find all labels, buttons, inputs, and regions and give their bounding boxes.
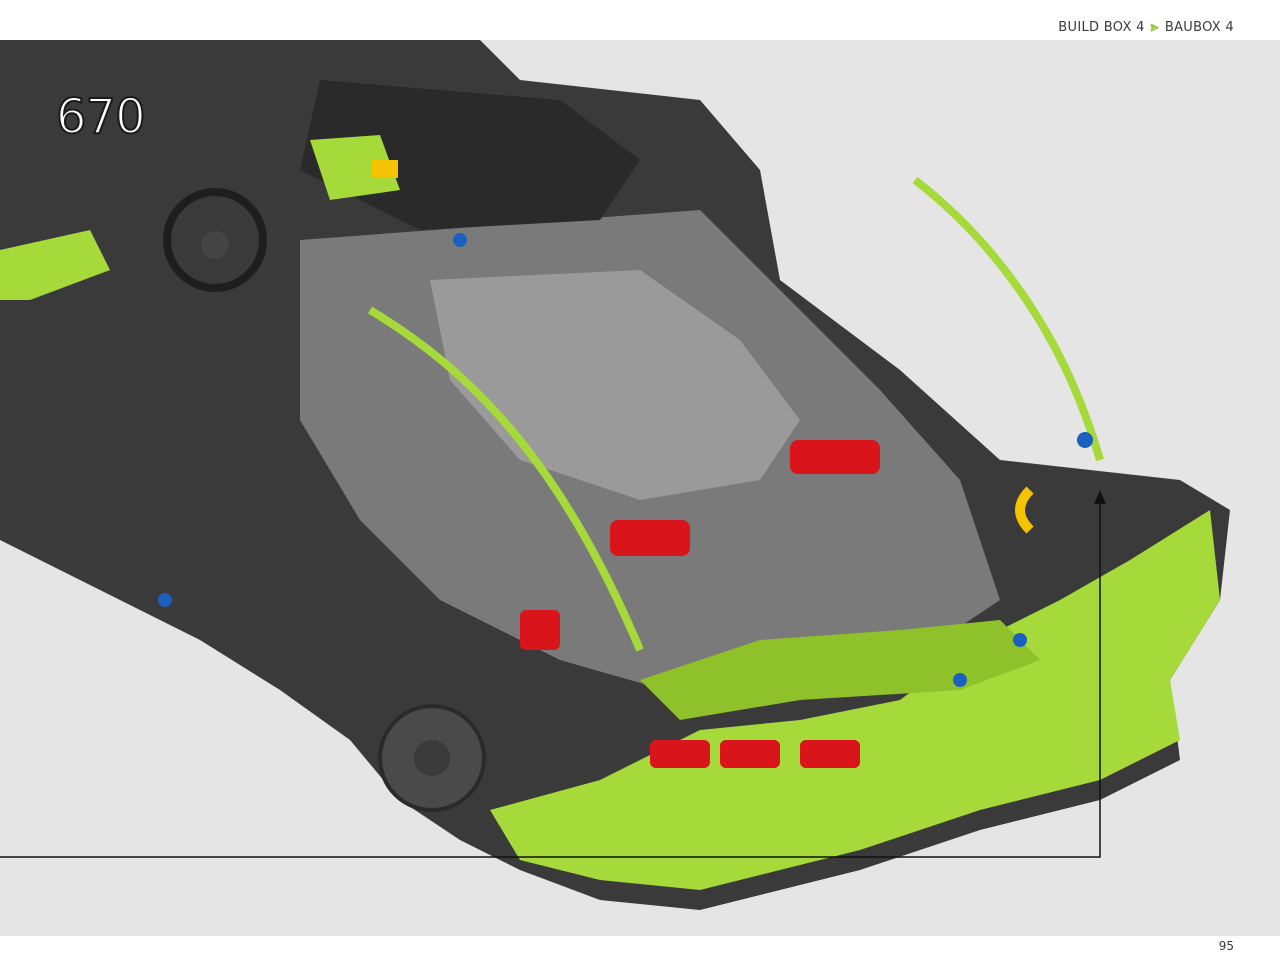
lime-flex-axle-left — [367, 306, 644, 652]
build-box-header: BUILD BOX 4 ⪢ BAUBOX 4 — [1058, 19, 1234, 35]
seat-block — [300, 80, 640, 230]
blue-pin-5 — [1013, 633, 1027, 647]
yellow-rotate-marker — [1015, 486, 1034, 534]
steering-wheel — [163, 188, 267, 292]
brake-disc-center — [414, 740, 450, 776]
lime-flex-axle-right — [912, 176, 1104, 462]
lime-arrow-icon: ⪢ — [1150, 19, 1159, 35]
red-part-front-2 — [720, 740, 780, 768]
red-part-engine-2 — [790, 440, 880, 474]
page-number: 95 — [1218, 939, 1234, 953]
lime-top-panel — [310, 135, 400, 200]
red-part-front-3 — [800, 740, 860, 768]
red-part-side — [520, 610, 560, 650]
red-part-engine-1 — [610, 520, 690, 556]
blue-pin-3 — [158, 593, 172, 607]
lime-front-bar — [640, 620, 1040, 720]
lime-side-beam — [0, 230, 110, 300]
build-box-label: BUILD BOX 4 — [1058, 19, 1145, 35]
blue-pin-1 — [453, 233, 467, 247]
blue-pin-2 — [1077, 432, 1093, 448]
assembly-pointer-line — [0, 498, 1101, 858]
blue-pin-4 — [953, 673, 967, 687]
yellow-part-top — [372, 160, 398, 178]
step-number: 670 — [55, 89, 147, 145]
technic-car-model — [0, 40, 1230, 910]
instruction-illustration — [0, 40, 1280, 936]
baubox-label: BAUBOX 4 — [1164, 19, 1234, 35]
assembly-pointer-arrowhead — [1094, 490, 1106, 504]
red-part-front-1 — [650, 740, 710, 768]
steering-hub — [201, 231, 229, 259]
lime-front-bumper — [490, 510, 1220, 890]
